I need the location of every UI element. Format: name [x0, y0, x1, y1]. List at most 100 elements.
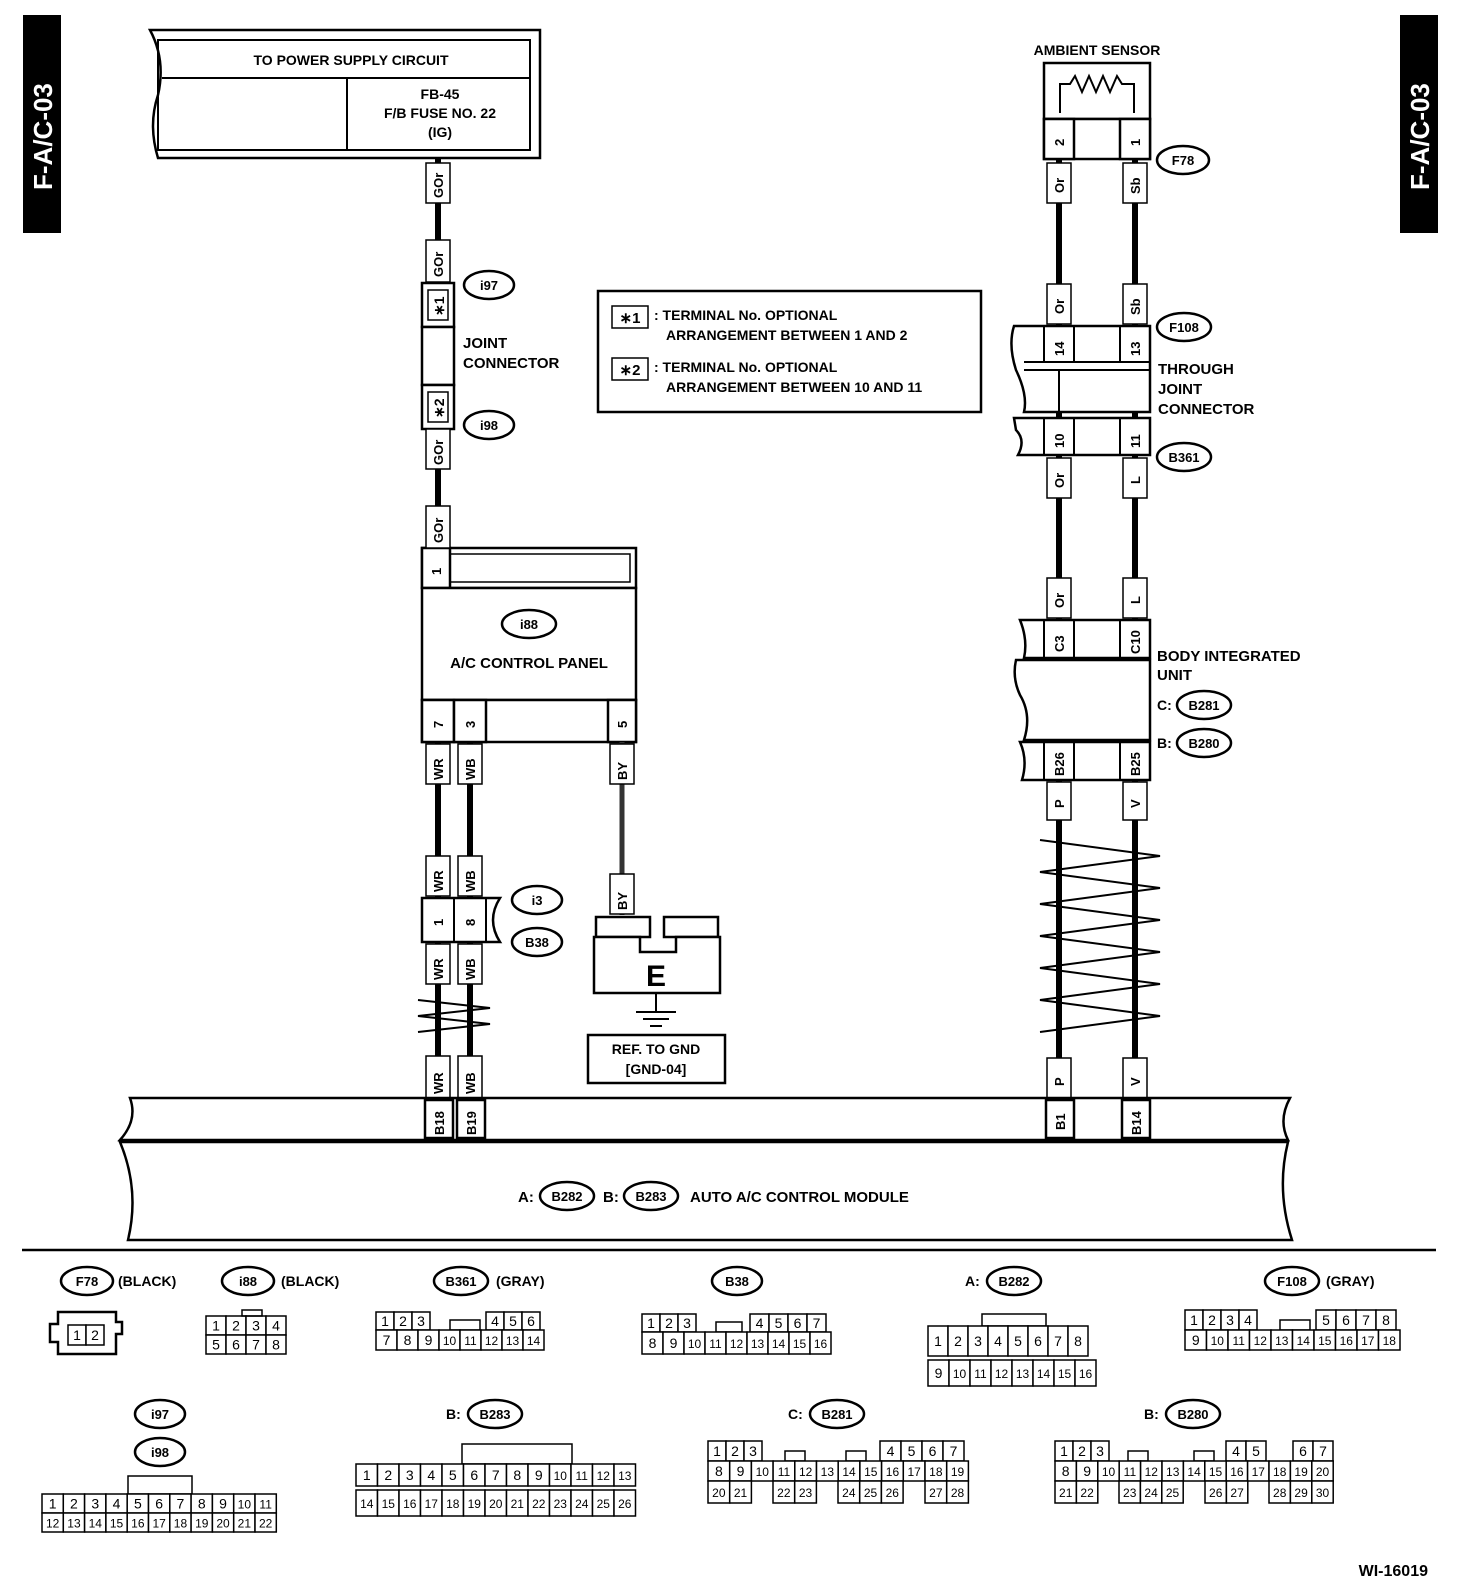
pin-number: 25 — [597, 1497, 611, 1511]
pin-number: 30 — [1316, 1486, 1330, 1500]
joint-mark-2: ∗2 — [431, 398, 447, 418]
pin-number: 19 — [1294, 1465, 1308, 1479]
connector-outline — [127, 1475, 193, 1495]
module-b-prefix: B: — [603, 1189, 619, 1206]
fuse-label-1: FB-45 — [421, 86, 460, 102]
pin-number: 5 — [1014, 1333, 1022, 1349]
pin-number: 11 — [1124, 1465, 1137, 1479]
pin-number: 7 — [950, 1443, 958, 1459]
wire-label: WR — [425, 1055, 451, 1101]
pin-number: 4 — [491, 1313, 499, 1329]
pin-number: 17 — [1361, 1334, 1375, 1348]
pin-number: 15 — [110, 1517, 124, 1531]
ac-panel-label: A/C CONTROL PANEL — [450, 655, 608, 672]
wire-label: GOr — [425, 428, 451, 470]
tj-label-2: JOINT — [1158, 381, 1202, 398]
view-b282-prefix: A: — [965, 1273, 980, 1289]
wire-label: GOr — [425, 162, 451, 204]
pin-number: 6 — [794, 1315, 802, 1331]
pin-number: 14 — [842, 1465, 856, 1479]
pin-number: 6 — [527, 1313, 535, 1329]
pin-number: 5 — [1252, 1443, 1260, 1459]
pin-number: 6 — [470, 1467, 478, 1483]
pin-number: 9 — [219, 1496, 227, 1512]
pin-cell — [1161, 1480, 1184, 1504]
pin-number: 3 — [1226, 1312, 1234, 1328]
pin-number: 3 — [1096, 1443, 1104, 1459]
pin-number: 1 — [647, 1315, 655, 1331]
pin-number: 5 — [212, 1337, 220, 1353]
doc-id: WI-16019 — [1359, 1563, 1428, 1580]
pin-number: 5 — [775, 1315, 783, 1331]
pin-number: 13 — [1275, 1334, 1289, 1348]
view-b283-code: B283 — [479, 1407, 510, 1422]
pin-cell — [265, 1334, 287, 1355]
pin-number: 8 — [1062, 1463, 1070, 1479]
pin-number: 18 — [174, 1517, 188, 1531]
view-i88-color: (BLACK) — [281, 1273, 339, 1289]
pin-number: 8 — [1074, 1333, 1082, 1349]
wire-label: GOr — [425, 505, 451, 549]
pin-number: 15 — [1058, 1367, 1072, 1381]
wire-label: Or — [1046, 283, 1072, 325]
pin-number: 8 — [513, 1467, 521, 1483]
pin-number: 21 — [734, 1486, 748, 1500]
tj-label-3: CONNECTOR — [1158, 401, 1255, 418]
tj-label-1: THROUGH — [1158, 361, 1234, 378]
wire-label: GOr — [425, 239, 451, 283]
pin-number: 4 — [427, 1467, 435, 1483]
pin-cell — [1377, 1329, 1401, 1351]
pin-number: 15 — [864, 1465, 878, 1479]
pin-number: 5 — [908, 1443, 916, 1459]
pin-number: 18 — [446, 1497, 460, 1511]
pin-number: 23 — [554, 1497, 568, 1511]
view-b361-color: (GRAY) — [496, 1273, 545, 1289]
pin-number: 14 — [1037, 1367, 1051, 1381]
pin-cell — [1311, 1480, 1334, 1504]
pin-number: 10 — [238, 1498, 252, 1512]
wire-labels: GOr GOr GOr GOr WR WB BY WR WB BY WR WB … — [425, 162, 1148, 1101]
pin-number: 9 — [670, 1335, 678, 1351]
pin-number: 2 — [399, 1313, 407, 1329]
svg-text:V: V — [1128, 799, 1143, 808]
pin-number: 6 — [155, 1496, 163, 1512]
view-i98-code: i98 — [151, 1445, 169, 1460]
svg-text:Sb: Sb — [1128, 298, 1143, 315]
pin-cell — [880, 1480, 904, 1504]
wire-label: Sb — [1122, 283, 1148, 325]
svg-text:Or: Or — [1052, 473, 1067, 488]
joint-mark-1: ∗1 — [431, 296, 447, 316]
wire-label: WB — [457, 1055, 483, 1101]
pin-number: 14 — [1187, 1465, 1201, 1479]
svg-text:P: P — [1052, 1077, 1067, 1086]
pin-number: 6 — [1342, 1312, 1350, 1328]
pin-number: 12 — [799, 1465, 813, 1479]
pin-number: 2 — [1208, 1312, 1216, 1328]
pin-number: 2 — [384, 1467, 392, 1483]
pin-number: 3 — [252, 1318, 260, 1334]
pin-number: 12 — [1254, 1334, 1268, 1348]
wire-label: L — [1122, 457, 1148, 499]
pin-number: 28 — [1273, 1486, 1287, 1500]
module-connector-a: B282 — [551, 1189, 582, 1204]
pin-number: 18 — [1383, 1334, 1397, 1348]
wire-label: Sb — [1122, 162, 1148, 204]
pin-number: 3 — [417, 1313, 425, 1329]
pin-number: 17 — [1252, 1465, 1266, 1479]
pin-cell — [85, 1324, 105, 1346]
left-tab-label: F-A/C-03 — [28, 83, 58, 190]
pin-cell — [1075, 1480, 1099, 1504]
bu-label-2: UNIT — [1157, 667, 1192, 684]
pin-number: 14 — [772, 1337, 786, 1351]
legend-text-1a: : TERMINAL No. OPTIONAL — [654, 307, 838, 323]
svg-text:Or: Or — [1052, 593, 1067, 608]
i3-pin-1: 1 — [431, 919, 446, 926]
view-i97-code: i97 — [151, 1407, 169, 1422]
connector-i3-b38: 1 8 i3 B38 — [420, 884, 564, 958]
pin-number: 10 — [953, 1367, 967, 1381]
pin-number: 1 — [381, 1313, 389, 1329]
svg-text:WR: WR — [431, 1072, 446, 1094]
legend-mark-1: ∗1 — [620, 310, 641, 327]
